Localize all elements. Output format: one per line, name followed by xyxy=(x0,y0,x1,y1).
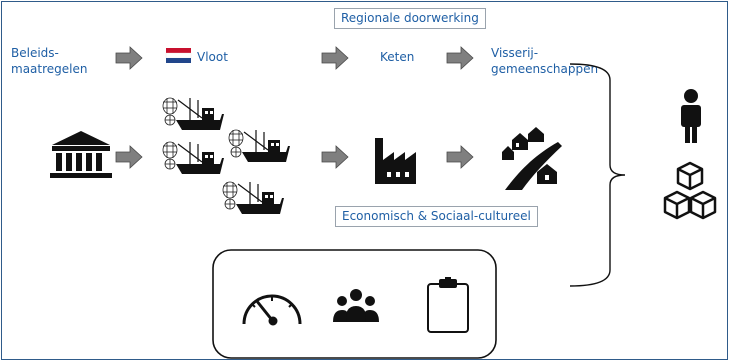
speedometer-icon xyxy=(242,294,302,326)
people-group-icon xyxy=(333,289,379,322)
arrow-1 xyxy=(115,46,143,70)
government-building-icon xyxy=(50,131,112,178)
keten-label: Keten xyxy=(380,50,415,64)
indicators-box xyxy=(212,249,497,359)
netherlands-flag-icon xyxy=(165,48,192,63)
arrow-4 xyxy=(115,145,143,169)
arrow-5 xyxy=(321,145,349,169)
arrow-6 xyxy=(446,145,474,169)
cubes-icon xyxy=(663,161,717,220)
visserij-label-line2: gemeenschappen xyxy=(491,62,599,76)
factory-icon xyxy=(375,138,416,184)
vloot-label: Vloot xyxy=(197,50,228,64)
person-icon xyxy=(681,89,701,143)
clipboard-icon xyxy=(427,277,469,333)
economisch-label: Economisch & Sociaal-cultureel xyxy=(335,206,538,227)
grouping-brace xyxy=(569,63,626,287)
regionale-doorwerking-label: Regionale doorwerking xyxy=(334,8,486,29)
houses-road-icon xyxy=(502,127,562,190)
beleids-label-line2: maatregelen xyxy=(11,62,88,76)
fishing-vessel-icon xyxy=(162,97,291,215)
visserij-label-line1: Visserij- xyxy=(491,46,539,60)
arrow-3 xyxy=(446,46,474,70)
beleids-label-line1: Beleids- xyxy=(11,46,59,60)
arrow-2 xyxy=(321,46,349,70)
